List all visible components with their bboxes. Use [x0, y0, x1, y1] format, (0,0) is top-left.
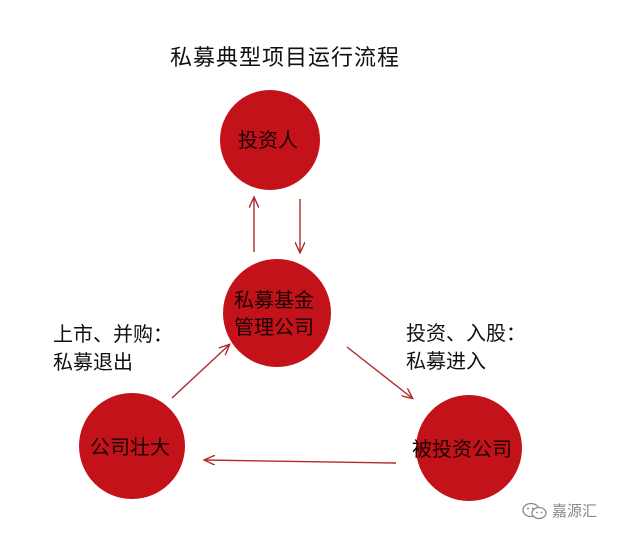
exit-edge-label-line1: 上市、并购：	[53, 322, 173, 346]
watermark-text: 嘉源汇	[552, 502, 598, 520]
node-investor-circle	[220, 90, 320, 190]
node-company-grows-label: 公司壮大	[90, 435, 170, 459]
entry-edge-label-line2: 私募进入	[406, 349, 486, 373]
arrow-fund-to-invested-company	[346, 346, 412, 398]
node-fund-manager-circle	[223, 259, 331, 367]
diagram-title: 私募典型项目运行流程	[170, 46, 401, 71]
exit-edge-label: 上市、并购： 私募退出	[53, 320, 173, 376]
node-invested-company-label: 被投资公司	[412, 437, 512, 461]
node-investor-label: 投资人	[238, 128, 298, 152]
node-fund-manager-label-line1: 私募基金	[234, 288, 314, 312]
entry-edge-label: 投资、入股： 私募进入	[406, 319, 526, 375]
wechat-icon	[522, 502, 547, 519]
watermark: 嘉源汇	[522, 500, 597, 521]
node-fund-manager-label-line2: 管理公司	[234, 315, 314, 339]
node-fund-manager-label: 私募基金 管理公司	[234, 287, 314, 341]
entry-edge-label-line1: 投资、入股：	[406, 321, 526, 345]
arrow-company-grows-to-fund	[171, 345, 229, 399]
arrow-invested-company-to-company-grows	[205, 460, 397, 463]
node-company-grows-circle	[79, 393, 185, 499]
exit-edge-label-line2: 私募退出	[53, 350, 133, 374]
node-invested-company-circle	[416, 395, 522, 501]
